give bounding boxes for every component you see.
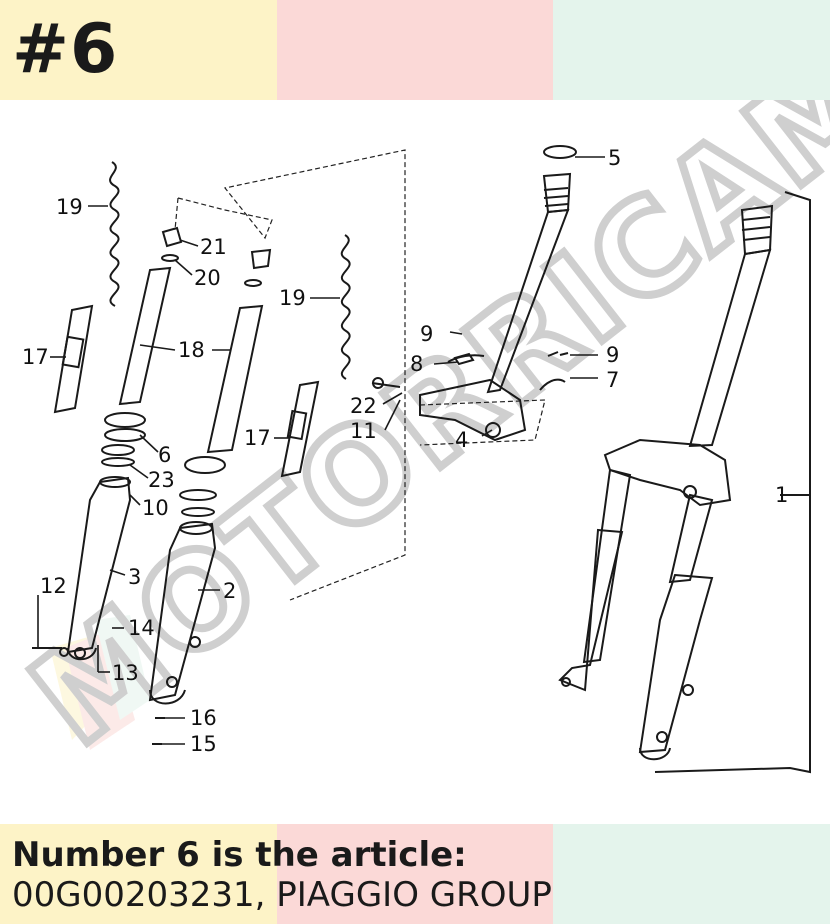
article-caption-heading: Number 6 is the article:	[12, 835, 467, 875]
part-label-2: 2	[223, 579, 236, 603]
part-label-12: 12	[40, 574, 67, 598]
part-label-5: 5	[608, 146, 621, 170]
part-label-20: 20	[194, 266, 221, 290]
part-label-9-left: 9	[420, 322, 433, 346]
part-label-10: 10	[142, 496, 169, 520]
article-number: 00G00203231, PIAGGIO GROUP	[12, 875, 552, 915]
part-label-4: 4	[455, 428, 468, 452]
exploded-parts-diagram: MOTORRICAMBI	[1, 100, 830, 778]
part-label-9-right: 9	[606, 343, 619, 367]
part-label-7: 7	[606, 368, 619, 392]
part-label-23: 23	[148, 468, 175, 492]
part-label-17-left: 17	[22, 345, 49, 369]
part-label-15: 15	[190, 732, 217, 756]
top-color-band	[0, 0, 830, 100]
part-label-1: 1	[775, 483, 788, 507]
part-label-8: 8	[410, 352, 423, 376]
part-label-19-left: 19	[56, 195, 83, 219]
part-label-19-right: 19	[279, 286, 306, 310]
part-label-16: 16	[190, 706, 217, 730]
part-label-18: 18	[178, 338, 205, 362]
bottom-color-band	[0, 824, 830, 924]
part-label-6: 6	[158, 443, 171, 467]
page-title: #6	[12, 10, 119, 89]
part-labels: 19 21 20 18 17 19 6 23 10 17 3 2 12 14 1…	[22, 146, 788, 756]
part-label-21: 21	[200, 235, 227, 259]
part-label-3: 3	[128, 565, 141, 589]
part-label-13: 13	[112, 661, 139, 685]
part-label-17-right: 17	[244, 426, 271, 450]
part-label-22: 22	[350, 394, 377, 418]
part-label-11: 11	[350, 419, 377, 443]
part-label-14: 14	[128, 616, 155, 640]
